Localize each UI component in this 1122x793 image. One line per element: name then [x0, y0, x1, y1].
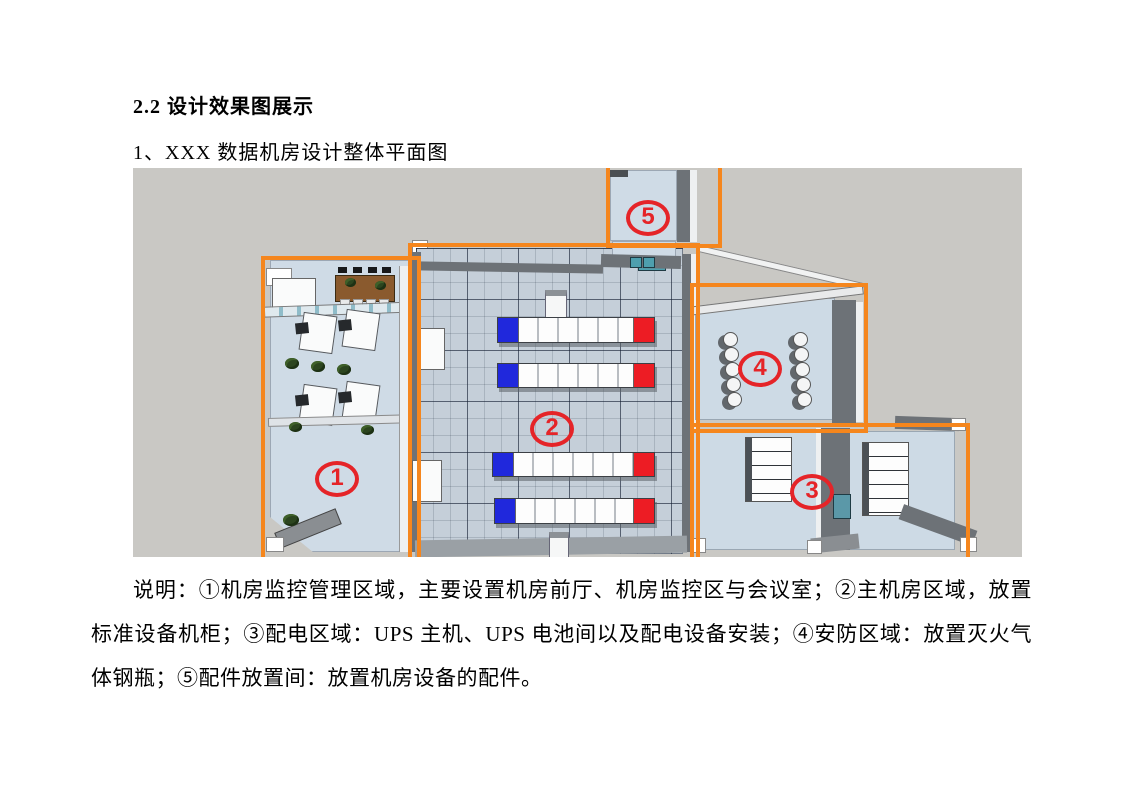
ups-battery-cabinet	[862, 442, 909, 516]
gas-cylinder	[795, 362, 810, 377]
office-plant	[311, 361, 325, 372]
security-right-wall	[832, 300, 856, 424]
rack-blue-cabinet	[498, 364, 518, 387]
rack-red-cabinet	[634, 453, 654, 476]
gas-cylinder	[726, 377, 741, 392]
accessory-top-wall	[606, 170, 628, 177]
corridor-window	[630, 257, 642, 268]
column	[549, 532, 569, 557]
rack-red-cabinet	[634, 318, 654, 342]
rack-white-cabinets	[515, 499, 634, 523]
accessory-right-wall	[677, 170, 690, 242]
figure-heading: 1、XXX 数据机房设计整体平面图	[133, 142, 449, 164]
ups-cabinet	[745, 437, 792, 502]
region-box-3	[690, 423, 970, 557]
rack-red-cabinet	[634, 364, 654, 387]
region-box-4	[690, 283, 868, 433]
rack-blue-cabinet	[498, 318, 518, 342]
gas-cylinder	[793, 332, 808, 347]
lobby-plant	[289, 422, 302, 432]
region-label-4: 4	[738, 351, 782, 387]
server-left-wall	[412, 252, 421, 552]
section-heading: 2.2 设计效果图展示	[133, 96, 314, 118]
conference-chair	[338, 267, 347, 273]
rack-red-cabinet	[634, 499, 654, 523]
rack-white-cabinets	[513, 453, 634, 476]
power-base-cap	[807, 540, 822, 554]
server-right-strip	[691, 254, 697, 552]
entry-wall-cap	[266, 537, 284, 552]
floorplan-render: 1 2 3 4 5	[133, 168, 1022, 557]
region-label-5: 5	[626, 200, 670, 236]
region-label-1: 1	[315, 461, 359, 497]
server-right-wall	[682, 254, 691, 552]
table-plant	[375, 281, 386, 290]
rack-white-cabinets	[518, 364, 634, 387]
rack-blue-cabinet	[493, 453, 513, 476]
security-right-strip	[856, 302, 863, 422]
entry-plant	[283, 514, 299, 526]
conference-chair	[353, 267, 362, 273]
lobby-plant	[361, 425, 374, 435]
gas-cylinder	[797, 392, 812, 407]
conference-chair	[382, 267, 391, 273]
server-rack-row	[497, 363, 655, 388]
server-rack-row	[494, 498, 655, 524]
gas-cylinder	[794, 347, 809, 362]
gas-cylinder	[724, 347, 739, 362]
region-box-5	[606, 168, 722, 248]
server-rack-row	[492, 452, 655, 477]
gas-cylinder	[723, 332, 738, 347]
office-plant	[337, 364, 351, 375]
server-rack-row	[497, 317, 655, 343]
office-plant	[285, 358, 299, 369]
figure-description: 说明：①机房监控管理区域，主要设置机房前厅、机房监控区与会议室；②主机房区域，放…	[91, 578, 1032, 690]
region-box-1	[261, 256, 421, 557]
corridor-window	[643, 257, 655, 268]
gas-cylinder	[796, 377, 811, 392]
rack-blue-cabinet	[495, 499, 515, 523]
gas-cylinder	[727, 392, 742, 407]
accessory-right-strip	[690, 170, 697, 242]
region-label-2: 2	[530, 411, 574, 447]
table-plant	[345, 278, 356, 287]
region-box-2	[408, 243, 700, 557]
rack-white-cabinets	[518, 318, 634, 342]
region-label-3: 3	[790, 474, 834, 510]
conference-chair	[368, 267, 377, 273]
power-panel	[833, 494, 851, 519]
